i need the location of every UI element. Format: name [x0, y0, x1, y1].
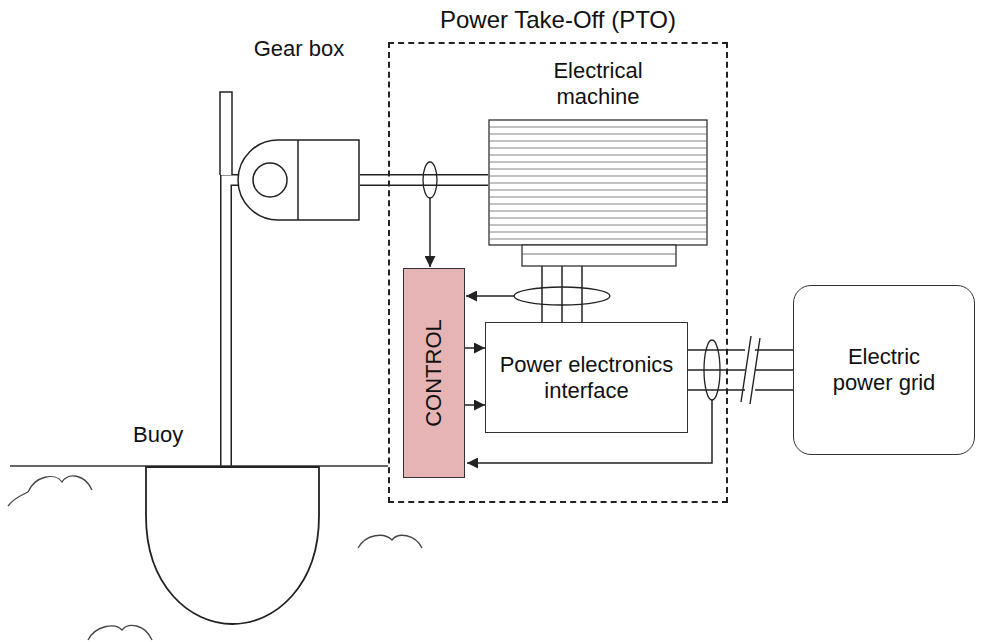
node-label: Power Take-Off (PTO): [390, 6, 726, 34]
cooling-fin: [489, 162, 707, 163]
cooling-fin: [489, 148, 707, 149]
cooling-fin: [489, 239, 707, 240]
node-label: Buoy: [133, 422, 183, 448]
cooling-fin: [489, 134, 707, 135]
wave: [358, 535, 422, 548]
cooling-fin: [489, 190, 707, 191]
gear-housing: [238, 140, 359, 220]
node-label: CONTROL: [421, 319, 447, 427]
cooling-fin: [489, 218, 707, 219]
gear-outline: [238, 36, 360, 220]
cooling-fin: [489, 197, 707, 198]
cooling-fin: [489, 141, 707, 142]
cooling-fin: [489, 225, 707, 226]
cooling-fin: [489, 169, 707, 170]
phase-wire: [541, 266, 543, 322]
machine-body: [489, 120, 707, 245]
sensor-ring: [423, 162, 437, 198]
cooling-fin: [489, 127, 707, 128]
phase-wire: [688, 389, 793, 391]
power-grid-box: Electric power grid: [793, 285, 975, 455]
power-electronics-box: Power electronics interface: [485, 322, 688, 433]
node-label: Gear box: [238, 36, 360, 62]
connector-group: [465, 405, 485, 406]
shaft-inner: [226, 180, 238, 466]
shaft-inner: [360, 176, 488, 185]
phase-wire: [581, 266, 583, 322]
cooling-fin: [489, 183, 707, 184]
cooling-fin: [489, 204, 707, 205]
gear-box: Gear box: [238, 36, 360, 220]
buoy: Buoy: [145, 466, 320, 626]
pole: [220, 92, 232, 175]
control-block: CONTROL: [403, 268, 465, 478]
control-arrow: [465, 404, 485, 406]
connector-group: [226, 180, 238, 466]
buoy-hull: [146, 467, 319, 624]
shaft-connector: [360, 174, 488, 186]
connector-group: [542, 266, 582, 322]
cooling-fin: [489, 232, 707, 233]
cooling-fin: [489, 155, 707, 156]
connector-group: [360, 180, 488, 181]
node-label: Electric power grid: [819, 344, 949, 396]
measurement-arrow: [429, 198, 431, 267]
electrical-machine: Electrical machine: [488, 58, 708, 266]
node-label: Power electronics interface: [496, 352, 677, 404]
machine-base: [522, 245, 676, 266]
phase-wire: [561, 266, 563, 322]
connector-group: [465, 348, 485, 349]
gear-divider: [297, 140, 299, 220]
phase-wire: [688, 349, 793, 351]
wave: [88, 625, 152, 640]
shaft-connector: [226, 180, 238, 466]
node-label: Electrical machine: [533, 58, 663, 110]
wave: [8, 476, 92, 506]
gear-wheel: [253, 163, 287, 197]
break-mark: [741, 336, 760, 404]
sensor-ring: [704, 340, 720, 400]
control-arrow: [465, 347, 485, 349]
machine-base-line: [522, 254, 676, 255]
sensor-ring: [514, 287, 610, 305]
cooling-fin: [489, 176, 707, 177]
measurement-arrow: [466, 295, 514, 297]
buoy-outline: [145, 466, 320, 626]
pto-boundary: Power Take-Off (PTO)Electrical machineCO…: [388, 42, 728, 503]
cooling-fin: [489, 211, 707, 212]
